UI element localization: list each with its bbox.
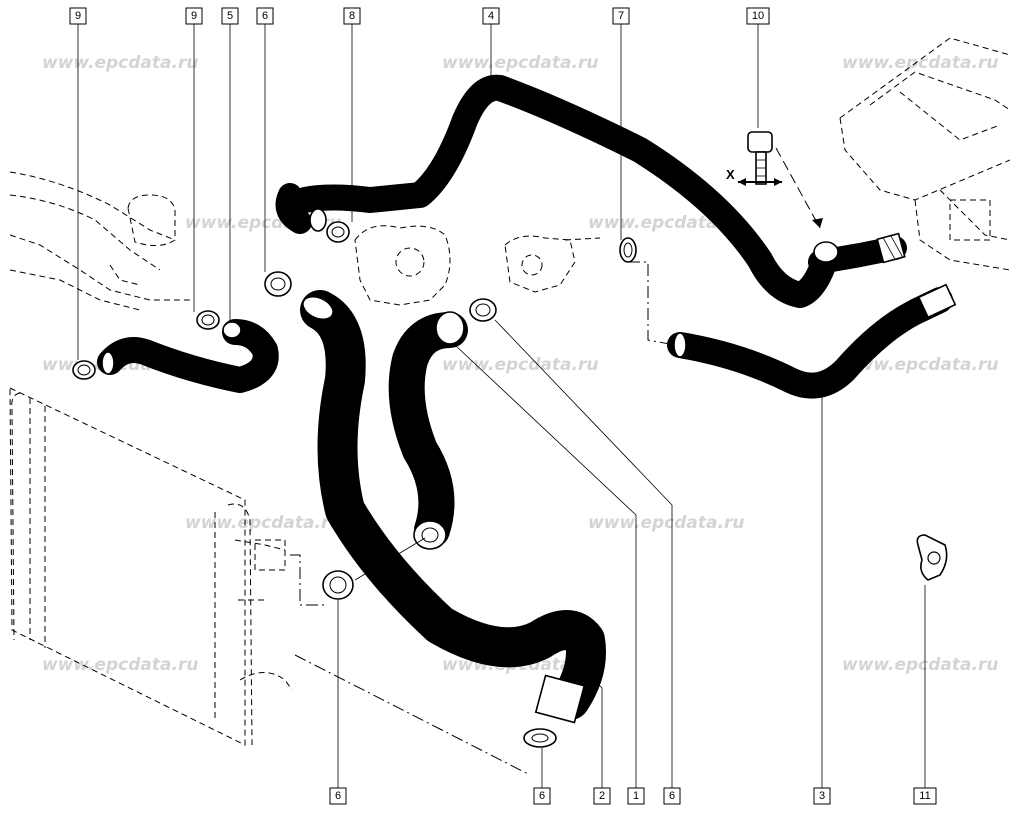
- leader-lines: [77, 24, 926, 788]
- svg-text:2: 2: [599, 790, 605, 802]
- callout-9: 9: [185, 7, 203, 25]
- watermark: www.epcdata.ru: [588, 213, 744, 233]
- bleed-screw-10: X: [726, 131, 823, 229]
- watermark: www.epcdata.ru: [185, 513, 341, 533]
- callout-7: 7: [612, 7, 630, 25]
- hose-2: [300, 290, 606, 724]
- clamp-6: [523, 728, 557, 748]
- clamp-6: [469, 298, 497, 322]
- svg-text:11: 11: [919, 790, 930, 802]
- clamp-6: [264, 271, 292, 297]
- callout-5: 5: [221, 7, 239, 25]
- clamp-8: [326, 221, 350, 243]
- svg-text:3: 3: [819, 790, 825, 802]
- callout-9: 9: [69, 7, 87, 25]
- connection-lines: [290, 537, 531, 776]
- callout-1: 1: [627, 787, 645, 805]
- radiator-outline: [9, 387, 293, 746]
- clamp-7: [619, 237, 637, 263]
- svg-text:10: 10: [752, 10, 764, 22]
- clamp-9: [196, 310, 220, 330]
- watermark: www.epcdata.ru: [42, 53, 198, 73]
- callout-6: 6: [329, 787, 347, 805]
- clamp-9: [72, 360, 96, 380]
- callout-10: 10: [746, 7, 770, 25]
- callout-6: 6: [533, 787, 551, 805]
- svg-text:6: 6: [539, 790, 545, 802]
- svg-text:4: 4: [488, 10, 494, 22]
- hose-4: [275, 74, 838, 308]
- svg-text:6: 6: [262, 10, 268, 22]
- watermark: www.epcdata.ru: [842, 655, 998, 675]
- svg-text:7: 7: [618, 10, 624, 22]
- watermark: www.epcdata.ru: [442, 355, 598, 375]
- callouts: 9 9 5 6 8 4 7 10: [69, 7, 937, 805]
- svg-text:9: 9: [191, 10, 197, 22]
- callout-4: 4: [482, 7, 500, 25]
- callout-11: 11: [913, 787, 937, 805]
- clip-11: [916, 534, 948, 581]
- clamp-6: [322, 570, 354, 600]
- watermark: www.epcdata.ru: [588, 513, 744, 533]
- watermark: www.epcdata.ru: [442, 53, 598, 73]
- svg-text:6: 6: [335, 790, 341, 802]
- watermark: www.epcdata.ru: [842, 355, 998, 375]
- svg-text:1: 1: [633, 790, 639, 802]
- callout-3: 3: [813, 787, 831, 805]
- svg-text:6: 6: [669, 790, 675, 802]
- heater-box-outline: [839, 37, 1010, 271]
- callout-6: 6: [663, 787, 681, 805]
- heater-connector: [808, 232, 907, 274]
- engine-block-outline: [9, 171, 190, 311]
- hose-1: [388, 311, 468, 550]
- svg-text:5: 5: [227, 10, 233, 22]
- water-pump-outline: [354, 225, 601, 306]
- callout-6: 6: [256, 7, 274, 25]
- watermark: www.epcdata.ru: [842, 53, 998, 73]
- svg-text:9: 9: [75, 10, 81, 22]
- callout-2: 2: [593, 787, 611, 805]
- watermark: www.epcdata.ru: [42, 655, 198, 675]
- view-label: X: [726, 167, 735, 182]
- callout-8: 8: [343, 7, 361, 25]
- hose-3: [628, 261, 957, 399]
- hose-5: [97, 319, 279, 393]
- svg-text:8: 8: [349, 10, 355, 22]
